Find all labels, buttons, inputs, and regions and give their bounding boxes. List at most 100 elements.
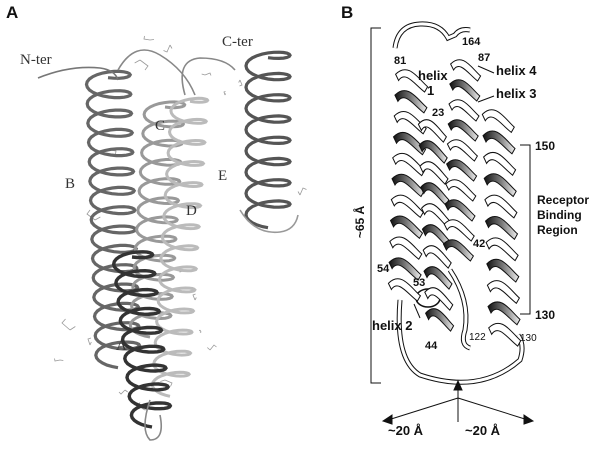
rib1-turn xyxy=(394,69,429,93)
side-chain-stick xyxy=(118,389,128,395)
rib4-turn xyxy=(487,301,521,326)
bottom-ribbon-loop-inner xyxy=(397,299,524,384)
helix-d-coil xyxy=(150,96,210,398)
rib2-turn xyxy=(425,308,455,332)
side-chain-stick xyxy=(87,337,92,346)
residue-23: 23 xyxy=(432,107,444,119)
width-right-label: ~20 Å xyxy=(465,423,501,438)
helix-2-label: helix 2 xyxy=(372,318,412,333)
helix-3-leader xyxy=(477,95,495,103)
rib3-turn xyxy=(442,239,475,262)
helix-4-ribbon xyxy=(481,109,522,347)
height-bracket xyxy=(370,27,381,384)
rib3-turn xyxy=(443,219,475,242)
rib4-turn xyxy=(481,109,515,134)
rib3-turn xyxy=(448,99,480,122)
helix-1-ribbon xyxy=(387,69,429,302)
rib3-turn xyxy=(445,159,478,182)
side-chain-stick xyxy=(160,379,173,387)
top-ribbon-loop-inner xyxy=(393,22,471,49)
side-chain-stick xyxy=(61,318,76,331)
side-chain-stick xyxy=(163,44,173,53)
rib1-turn xyxy=(389,236,423,260)
residue-54: 54 xyxy=(377,263,390,275)
side-chain-stick xyxy=(297,187,307,196)
rib4-turn xyxy=(484,216,519,241)
coilB-path xyxy=(84,69,142,370)
rib4-turn xyxy=(488,322,522,347)
rib3-turn xyxy=(444,199,476,222)
rib1-turn xyxy=(392,131,427,156)
bottom-loop xyxy=(144,399,163,441)
side-chain-stick xyxy=(143,35,155,41)
rib1-turn xyxy=(390,194,424,219)
helix-b-coil xyxy=(84,69,142,370)
rib1-turn xyxy=(394,90,428,114)
helix-2-leader xyxy=(413,303,421,319)
rib4-turn xyxy=(482,151,517,176)
receptor-label-1: Receptor xyxy=(537,193,589,207)
rib4-turn xyxy=(483,173,517,198)
residue-122: 122 xyxy=(469,332,486,343)
residue-130: 130 xyxy=(520,333,537,344)
mid-ribbon-loop xyxy=(447,268,471,351)
side-chain-stick xyxy=(223,91,227,96)
rib4-turn xyxy=(482,130,516,155)
helix-e-coil xyxy=(244,50,292,230)
residue-42: 42 xyxy=(473,238,485,250)
side-chain-stick xyxy=(201,72,212,76)
receptor-bottom-number: 130 xyxy=(535,308,555,322)
helix-3-ribbon xyxy=(442,59,482,262)
rib4-turn xyxy=(486,258,520,283)
coilC-path xyxy=(128,100,187,339)
helix-3-label: helix 3 xyxy=(496,86,536,101)
rib2-turn xyxy=(417,119,448,143)
mid-ribbon-loop-inner xyxy=(448,269,471,350)
helix-c-coil xyxy=(128,100,187,339)
width-left-label: ~20 Å xyxy=(388,423,424,438)
residue-87: 87 xyxy=(478,52,490,64)
side-chain-stick xyxy=(54,358,64,362)
n-ter-label: N-ter xyxy=(20,52,52,68)
rib3-turn xyxy=(449,59,482,82)
rib1-turn xyxy=(393,111,427,135)
side-chain-stick xyxy=(199,329,202,333)
rib2-turn xyxy=(422,245,452,269)
rib4-turn xyxy=(484,194,518,219)
n-ter-loop xyxy=(37,66,119,81)
residue-44: 44 xyxy=(425,340,438,352)
receptor-top-number: 150 xyxy=(535,139,555,153)
rib3-turn xyxy=(447,119,479,142)
side-chain-stick xyxy=(134,59,149,71)
top-loop xyxy=(117,49,196,96)
side-chain-stick xyxy=(238,79,243,87)
helix-c-label: C xyxy=(155,118,165,134)
axis-arrows xyxy=(381,379,535,425)
rib2-turn xyxy=(423,266,453,290)
panel-a: A N-ter C-ter B C D A E xyxy=(6,3,307,441)
panel-a-letter: A xyxy=(6,3,18,22)
residue-53: 53 xyxy=(413,277,425,289)
residue-164: 164 xyxy=(462,36,481,48)
coilD-path xyxy=(150,96,210,398)
e-tail xyxy=(239,209,299,234)
helix-1-label: helix 1 xyxy=(418,68,451,98)
side-chain-stick xyxy=(207,344,217,351)
receptor-label-2: Binding xyxy=(537,208,582,222)
helix-2-ribbon xyxy=(417,119,455,332)
rib1-turn xyxy=(389,215,424,240)
rib1-turn xyxy=(392,152,426,177)
rib2-turn xyxy=(418,140,448,164)
receptor-label-3: Region xyxy=(537,223,578,237)
rib4-turn xyxy=(485,237,519,262)
rib1-turn xyxy=(391,173,425,198)
rib2-turn xyxy=(420,182,450,206)
helix-a-coil xyxy=(111,250,173,429)
cd-loop xyxy=(181,57,236,96)
rib2-turn xyxy=(424,287,454,311)
rib1-turn xyxy=(387,278,422,302)
rib2-turn xyxy=(419,161,449,185)
helix-4-leader xyxy=(477,65,495,74)
rib1-turn xyxy=(388,257,422,281)
helix-e-label: E xyxy=(218,168,227,184)
